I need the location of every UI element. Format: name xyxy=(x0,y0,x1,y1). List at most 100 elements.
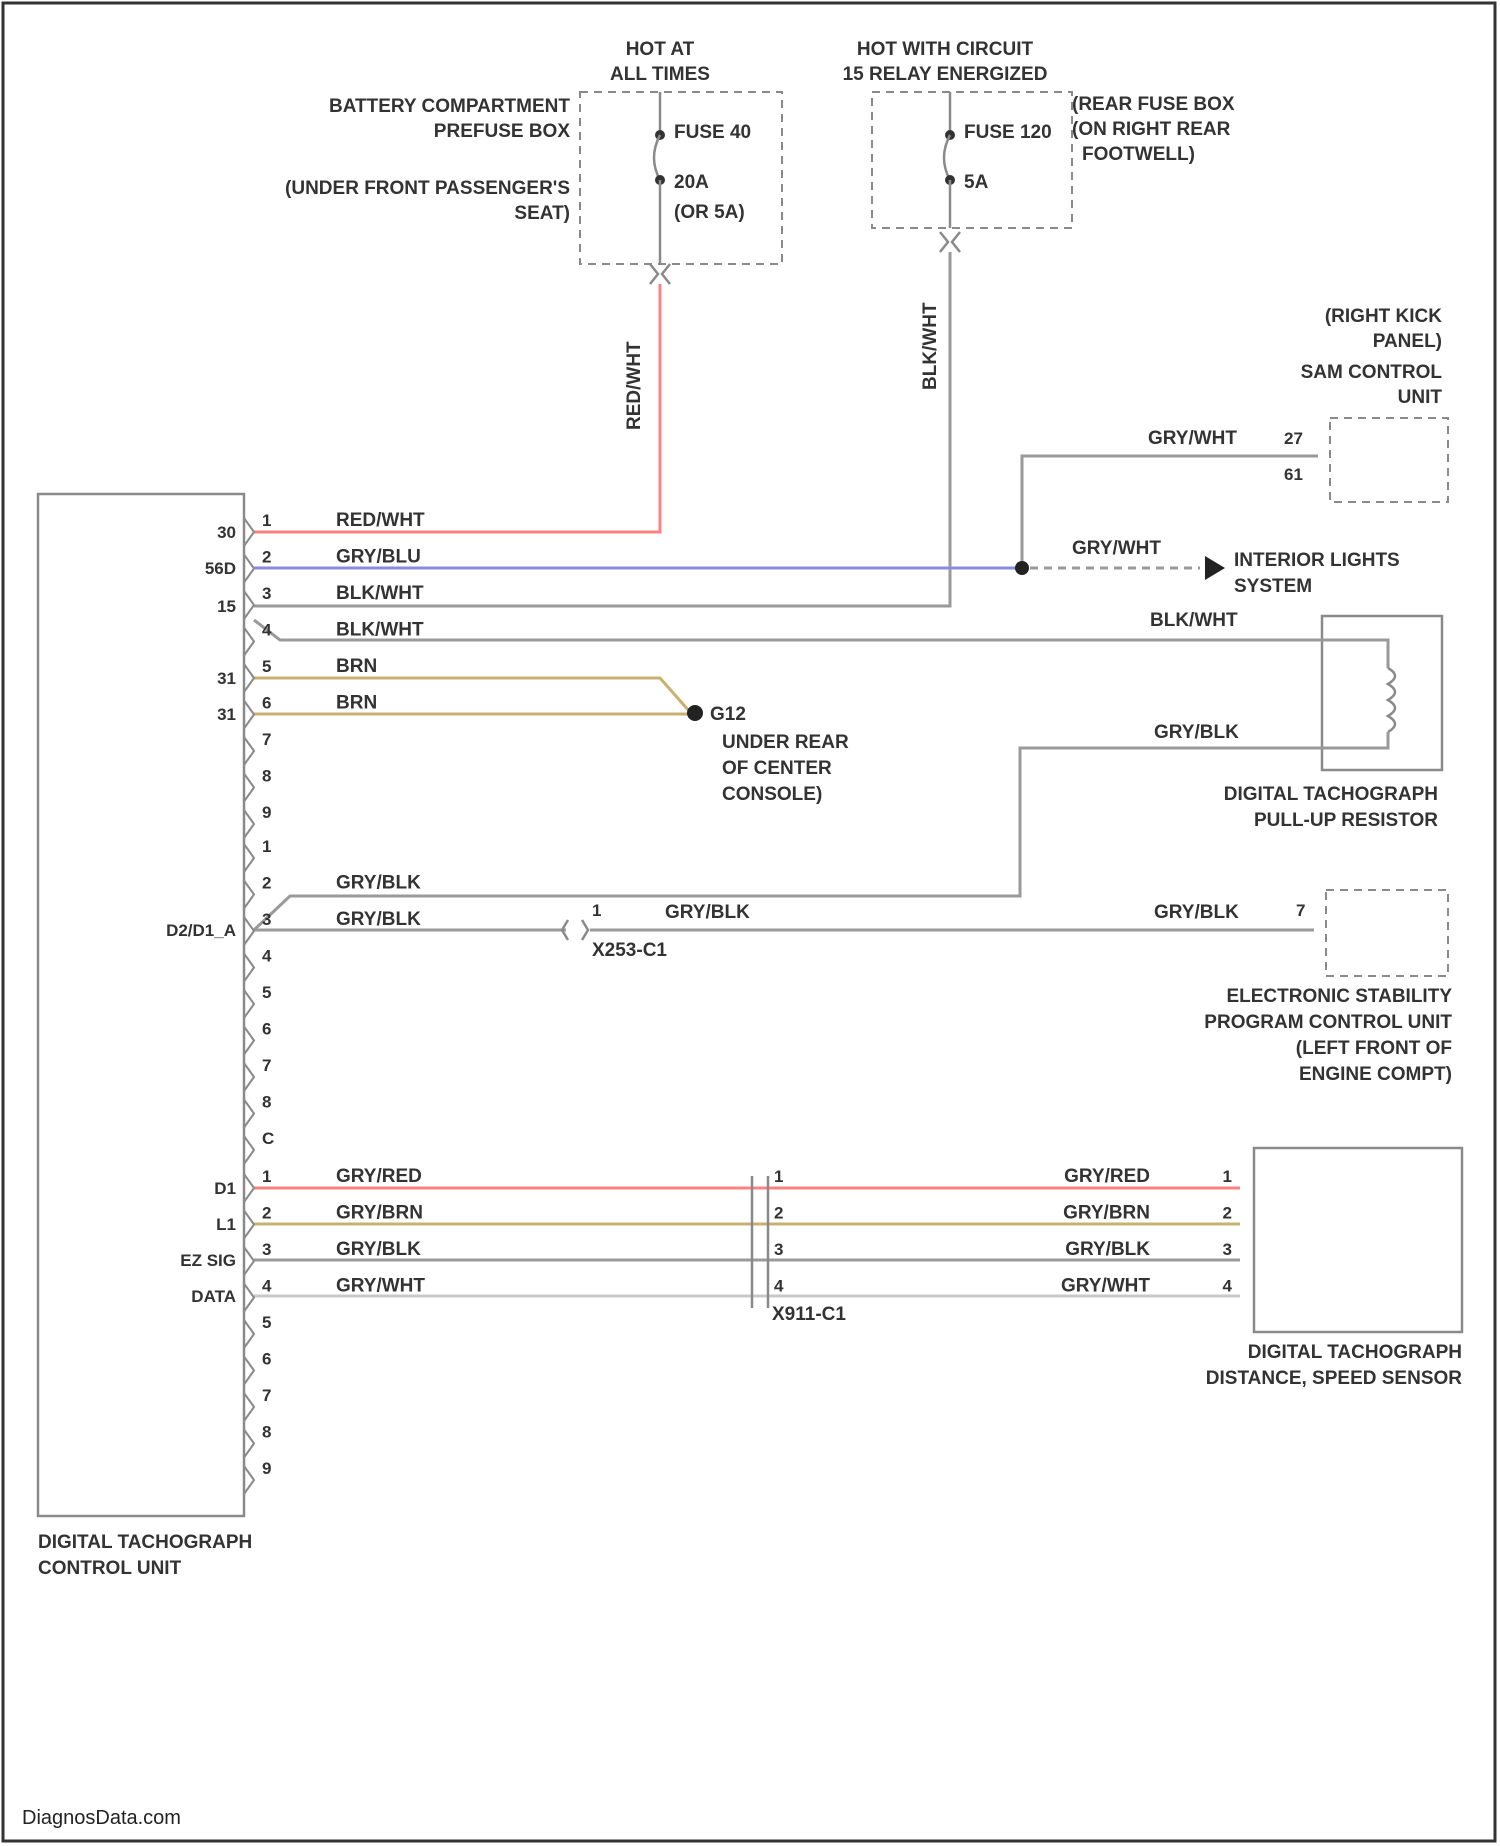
pin-number: 1 xyxy=(262,1167,271,1186)
pin-contact-icon xyxy=(244,591,254,619)
watermark: DiagnosData.com xyxy=(22,1807,181,1829)
wire-color-label: BLK/WHT xyxy=(336,620,424,641)
tcu-pin-label-l1: L1 xyxy=(216,1215,236,1234)
wire-color-label: GRY/BRN xyxy=(336,1203,423,1224)
pin-number: 1 xyxy=(262,511,271,530)
pin-number: 4 xyxy=(262,947,272,966)
pin-number: 5 xyxy=(262,1313,271,1332)
tcu-pin-label-56d: 56D xyxy=(205,559,236,578)
pin-number: 2 xyxy=(262,874,271,893)
pin-contact-icon xyxy=(244,701,254,729)
pin-contact-icon xyxy=(244,990,254,1018)
pin-number: 8 xyxy=(262,1093,271,1112)
splice-interior xyxy=(1015,561,1029,575)
pullup-resistor-line2: PULL-UP RESISTOR xyxy=(1254,810,1438,831)
pin-contact-icon xyxy=(244,737,254,765)
fuse-left-element xyxy=(654,135,660,180)
mid-pin-number: 4 xyxy=(774,1277,784,1296)
interior-lights-line1: INTERIOR LIGHTS xyxy=(1234,550,1400,571)
sam-pin-61: 61 xyxy=(1284,465,1303,484)
hot-right-line2: 15 RELAY ENERGIZED xyxy=(843,64,1048,85)
sensor-pin-number: 1 xyxy=(1223,1167,1232,1186)
pin-contact-icon xyxy=(244,628,254,656)
rear-fuse-box-outline xyxy=(872,92,1072,228)
sam-pin-27: 27 xyxy=(1284,429,1303,448)
tcu-pin-label-data: DATA xyxy=(191,1287,236,1306)
pin-contact-icon xyxy=(244,1063,254,1091)
tcu-pin-label-31a: 31 xyxy=(217,669,236,688)
pin-contact-icon xyxy=(244,1320,254,1348)
wire-color-label: BRN xyxy=(336,656,377,677)
pin-number: 1 xyxy=(262,837,271,856)
sam-unit-line3: SAM CONTROL xyxy=(1301,362,1443,383)
ground-loc-line2: OF CENTER xyxy=(722,758,832,779)
fuse-right-name: FUSE 120 xyxy=(964,122,1052,143)
ground-g12-icon xyxy=(687,705,703,721)
tcu-label-line1: DIGITAL TACHOGRAPH xyxy=(38,1532,252,1553)
tachograph-control-unit-outline xyxy=(38,494,244,1516)
fuse-right-connector-icon xyxy=(940,232,960,252)
prefuse-box-line2: PREFUSE BOX xyxy=(434,121,571,142)
wire-color-label-right: GRY/WHT xyxy=(1061,1276,1150,1297)
pin-contact-icon xyxy=(244,1466,254,1494)
fuse-right-element xyxy=(944,135,950,180)
pullup-wire-top-label: BLK/WHT xyxy=(1150,610,1238,631)
esp-unit-line3: (LEFT FRONT OF xyxy=(1296,1038,1452,1059)
mid-pin-number: 3 xyxy=(774,1240,783,1259)
prefuse-box-line1: BATTERY COMPARTMENT xyxy=(329,96,570,117)
esp-unit-line4: ENGINE COMPT) xyxy=(1299,1064,1452,1085)
pin-number: 7 xyxy=(262,1386,271,1405)
pin-contact-icon xyxy=(244,1027,254,1055)
rear-fuse-box-line3: FOOTWELL) xyxy=(1082,144,1195,165)
pin-number: C xyxy=(262,1129,274,1148)
esp-unit-line1: ELECTRONIC STABILITY xyxy=(1226,986,1452,1007)
resistor-coil-icon xyxy=(1388,668,1395,732)
esp-connector-label: X253-C1 xyxy=(592,940,667,961)
pin-number: 3 xyxy=(262,1240,271,1259)
hot-left-line1: HOT AT xyxy=(626,39,695,60)
pin-contact-icon xyxy=(244,1136,254,1164)
pin-number: 5 xyxy=(262,983,271,1002)
fuse-left-connector-icon xyxy=(650,264,670,284)
pin-number: 8 xyxy=(262,767,271,786)
mid-pin-number: 1 xyxy=(774,1167,783,1186)
esp-conn-pin: 1 xyxy=(592,901,601,920)
passenger-seat-line1: (UNDER FRONT PASSENGER'S xyxy=(285,178,570,199)
wire-color-label: GRY/RED xyxy=(336,1166,422,1187)
ground-id: G12 xyxy=(710,704,746,725)
wire-color-label-right: GRY/BLK xyxy=(1065,1239,1150,1260)
interior-lights-line2: SYSTEM xyxy=(1234,576,1312,597)
pin-number: 6 xyxy=(262,694,271,713)
pin-contact-icon xyxy=(244,518,254,546)
speed-sensor-outline xyxy=(1254,1148,1462,1332)
wire-color-label: GRY/WHT xyxy=(336,1276,425,1297)
sam-unit-outline xyxy=(1330,418,1448,502)
pin-contact-icon xyxy=(244,1100,254,1128)
hot-right-line1: HOT WITH CIRCUIT xyxy=(857,39,1034,60)
pin-number: 4 xyxy=(262,1277,272,1296)
wire-brn-1 xyxy=(254,678,690,712)
pin-contact-icon xyxy=(244,881,254,909)
sensor-pin-number: 2 xyxy=(1223,1204,1232,1223)
pin-number: 2 xyxy=(262,1204,271,1223)
wire-vert-left-label: RED/WHT xyxy=(624,341,645,430)
pin-contact-icon xyxy=(244,954,254,982)
wire-vert-right-label: BLK/WHT xyxy=(920,302,941,390)
sam-unit-line1: (RIGHT KICK xyxy=(1325,306,1442,327)
passenger-seat-line2: SEAT) xyxy=(514,203,570,224)
tcu-pin-label-d2: D2/D1_A xyxy=(166,921,236,940)
tcu-pin-label-h1: D1 xyxy=(214,1179,236,1198)
tcu-pin-label-31b: 31 xyxy=(217,705,236,724)
pullup-resistor-line1: DIGITAL TACHOGRAPH xyxy=(1224,784,1438,805)
pin-number: 7 xyxy=(262,730,271,749)
esp-unit-outline xyxy=(1326,890,1448,976)
pin-number: 3 xyxy=(262,584,271,603)
sensor-pin-number: 4 xyxy=(1223,1277,1233,1296)
speed-connector-label: X911-C1 xyxy=(772,1304,846,1325)
sensor-pin-number: 3 xyxy=(1223,1240,1232,1259)
pin-contact-icon xyxy=(244,1430,254,1458)
pin-contact-icon xyxy=(244,1284,254,1312)
